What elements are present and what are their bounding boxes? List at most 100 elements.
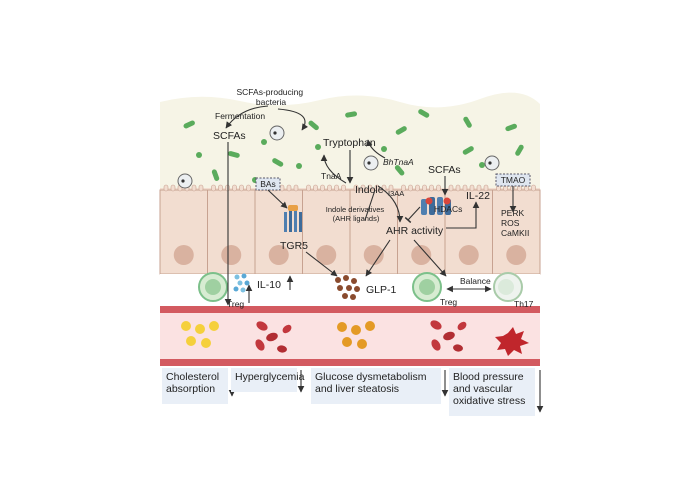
bacterium (261, 139, 267, 145)
cholesterol-particles (181, 321, 219, 348)
scfas-right-label: SCFAs (428, 164, 461, 176)
microvillus (408, 184, 413, 192)
cell-nucleus (316, 245, 337, 265)
bacterium (479, 162, 485, 168)
bacterium (272, 158, 284, 167)
arrow (320, 154, 347, 184)
cell-nucleus (411, 245, 432, 265)
microvillus (353, 184, 359, 192)
arrow (277, 108, 309, 131)
tgr5-receptor (284, 205, 302, 232)
bacterium (296, 163, 302, 169)
indole-label: Indole (355, 184, 384, 196)
microvillus (279, 184, 285, 192)
bubble (484, 155, 500, 171)
microvillus (286, 184, 292, 192)
th17-label: Th17 (514, 299, 534, 309)
tnaa-label: TnaA (321, 171, 342, 181)
arrow (413, 239, 447, 277)
outcome-text: Hyperglycemia (235, 371, 305, 383)
microvillus (462, 184, 468, 192)
cell-nucleus (173, 245, 194, 265)
microvillus (476, 184, 482, 192)
microvillus (360, 184, 366, 192)
microvillus (163, 184, 169, 192)
il10-dots (233, 273, 250, 293)
bacterium (196, 152, 202, 158)
glucose-particles (337, 321, 375, 349)
epithelial-cells (159, 184, 541, 275)
metabolite-bubbles (177, 125, 500, 189)
i3aa-label: I3AA (388, 189, 404, 198)
bubble (177, 173, 193, 189)
microvillus (436, 184, 441, 192)
microvillus (531, 184, 536, 192)
outcome-panel (311, 368, 441, 404)
microvillus (415, 184, 420, 192)
scfa-bacteria-label: SCFAs-producing bacteria (237, 87, 306, 107)
ahr-activity-label: AHR activity (386, 225, 444, 237)
microvillus (367, 184, 373, 192)
bacterium (505, 123, 517, 132)
il22-label: IL-22 (466, 190, 490, 202)
arrow (446, 201, 480, 229)
outcome-panel (162, 368, 228, 404)
microvillus (401, 184, 406, 192)
microvillus (306, 184, 311, 192)
tgr5-label: TGR5 (280, 240, 308, 252)
inhibition-arrow (404, 206, 421, 224)
microvillus (455, 184, 461, 192)
outcome-panel (231, 368, 297, 392)
microvillus (422, 184, 427, 192)
microvillus (232, 184, 237, 192)
microvillus (469, 184, 475, 192)
arrow (364, 189, 376, 221)
bacterium (308, 120, 319, 131)
bas-box (255, 177, 281, 191)
bacterium (418, 109, 430, 118)
bacterium (183, 120, 195, 129)
bas-label: BAs (260, 179, 276, 189)
arrow (267, 189, 288, 209)
microvillus (313, 184, 318, 192)
microvillus (198, 184, 204, 192)
microvillus (388, 184, 394, 192)
cell-nucleus (458, 245, 479, 265)
microvillus (483, 184, 489, 192)
hdac-receptor (421, 197, 451, 215)
microvillus (170, 184, 176, 192)
microvillus (211, 184, 216, 192)
pathway-arrows (224, 105, 517, 306)
outcome-panel (449, 368, 535, 416)
tryptophan-label: Tryptophan (323, 137, 376, 149)
bacterium (463, 116, 472, 128)
th17-cell (493, 272, 523, 302)
bacterium (395, 126, 407, 135)
treg-left-cell (198, 272, 228, 302)
microvillus (320, 184, 325, 192)
tmao-targets: PERK ROS CaMKII (501, 208, 529, 238)
bacterium (315, 144, 321, 150)
treg-right-label: Treg (440, 297, 457, 307)
bacterium (227, 151, 240, 158)
bacterium (345, 111, 358, 118)
microvillus (246, 184, 251, 192)
microvillus (334, 184, 339, 192)
microvillus (293, 184, 299, 192)
bacterium (211, 169, 220, 181)
bhtnaa-label: BhTnaA (383, 157, 414, 167)
microvillus (218, 184, 223, 192)
arrow (377, 185, 404, 223)
tmao-label: TMAO (501, 175, 526, 185)
microvillus (239, 184, 244, 192)
bacterium (462, 146, 474, 155)
scfas-left-label: SCFAs (213, 130, 246, 142)
arrow (365, 239, 391, 277)
hdacs-label: HDACs (434, 204, 462, 214)
cell-nucleus (221, 245, 242, 265)
red-blood-cells-right (430, 320, 467, 352)
